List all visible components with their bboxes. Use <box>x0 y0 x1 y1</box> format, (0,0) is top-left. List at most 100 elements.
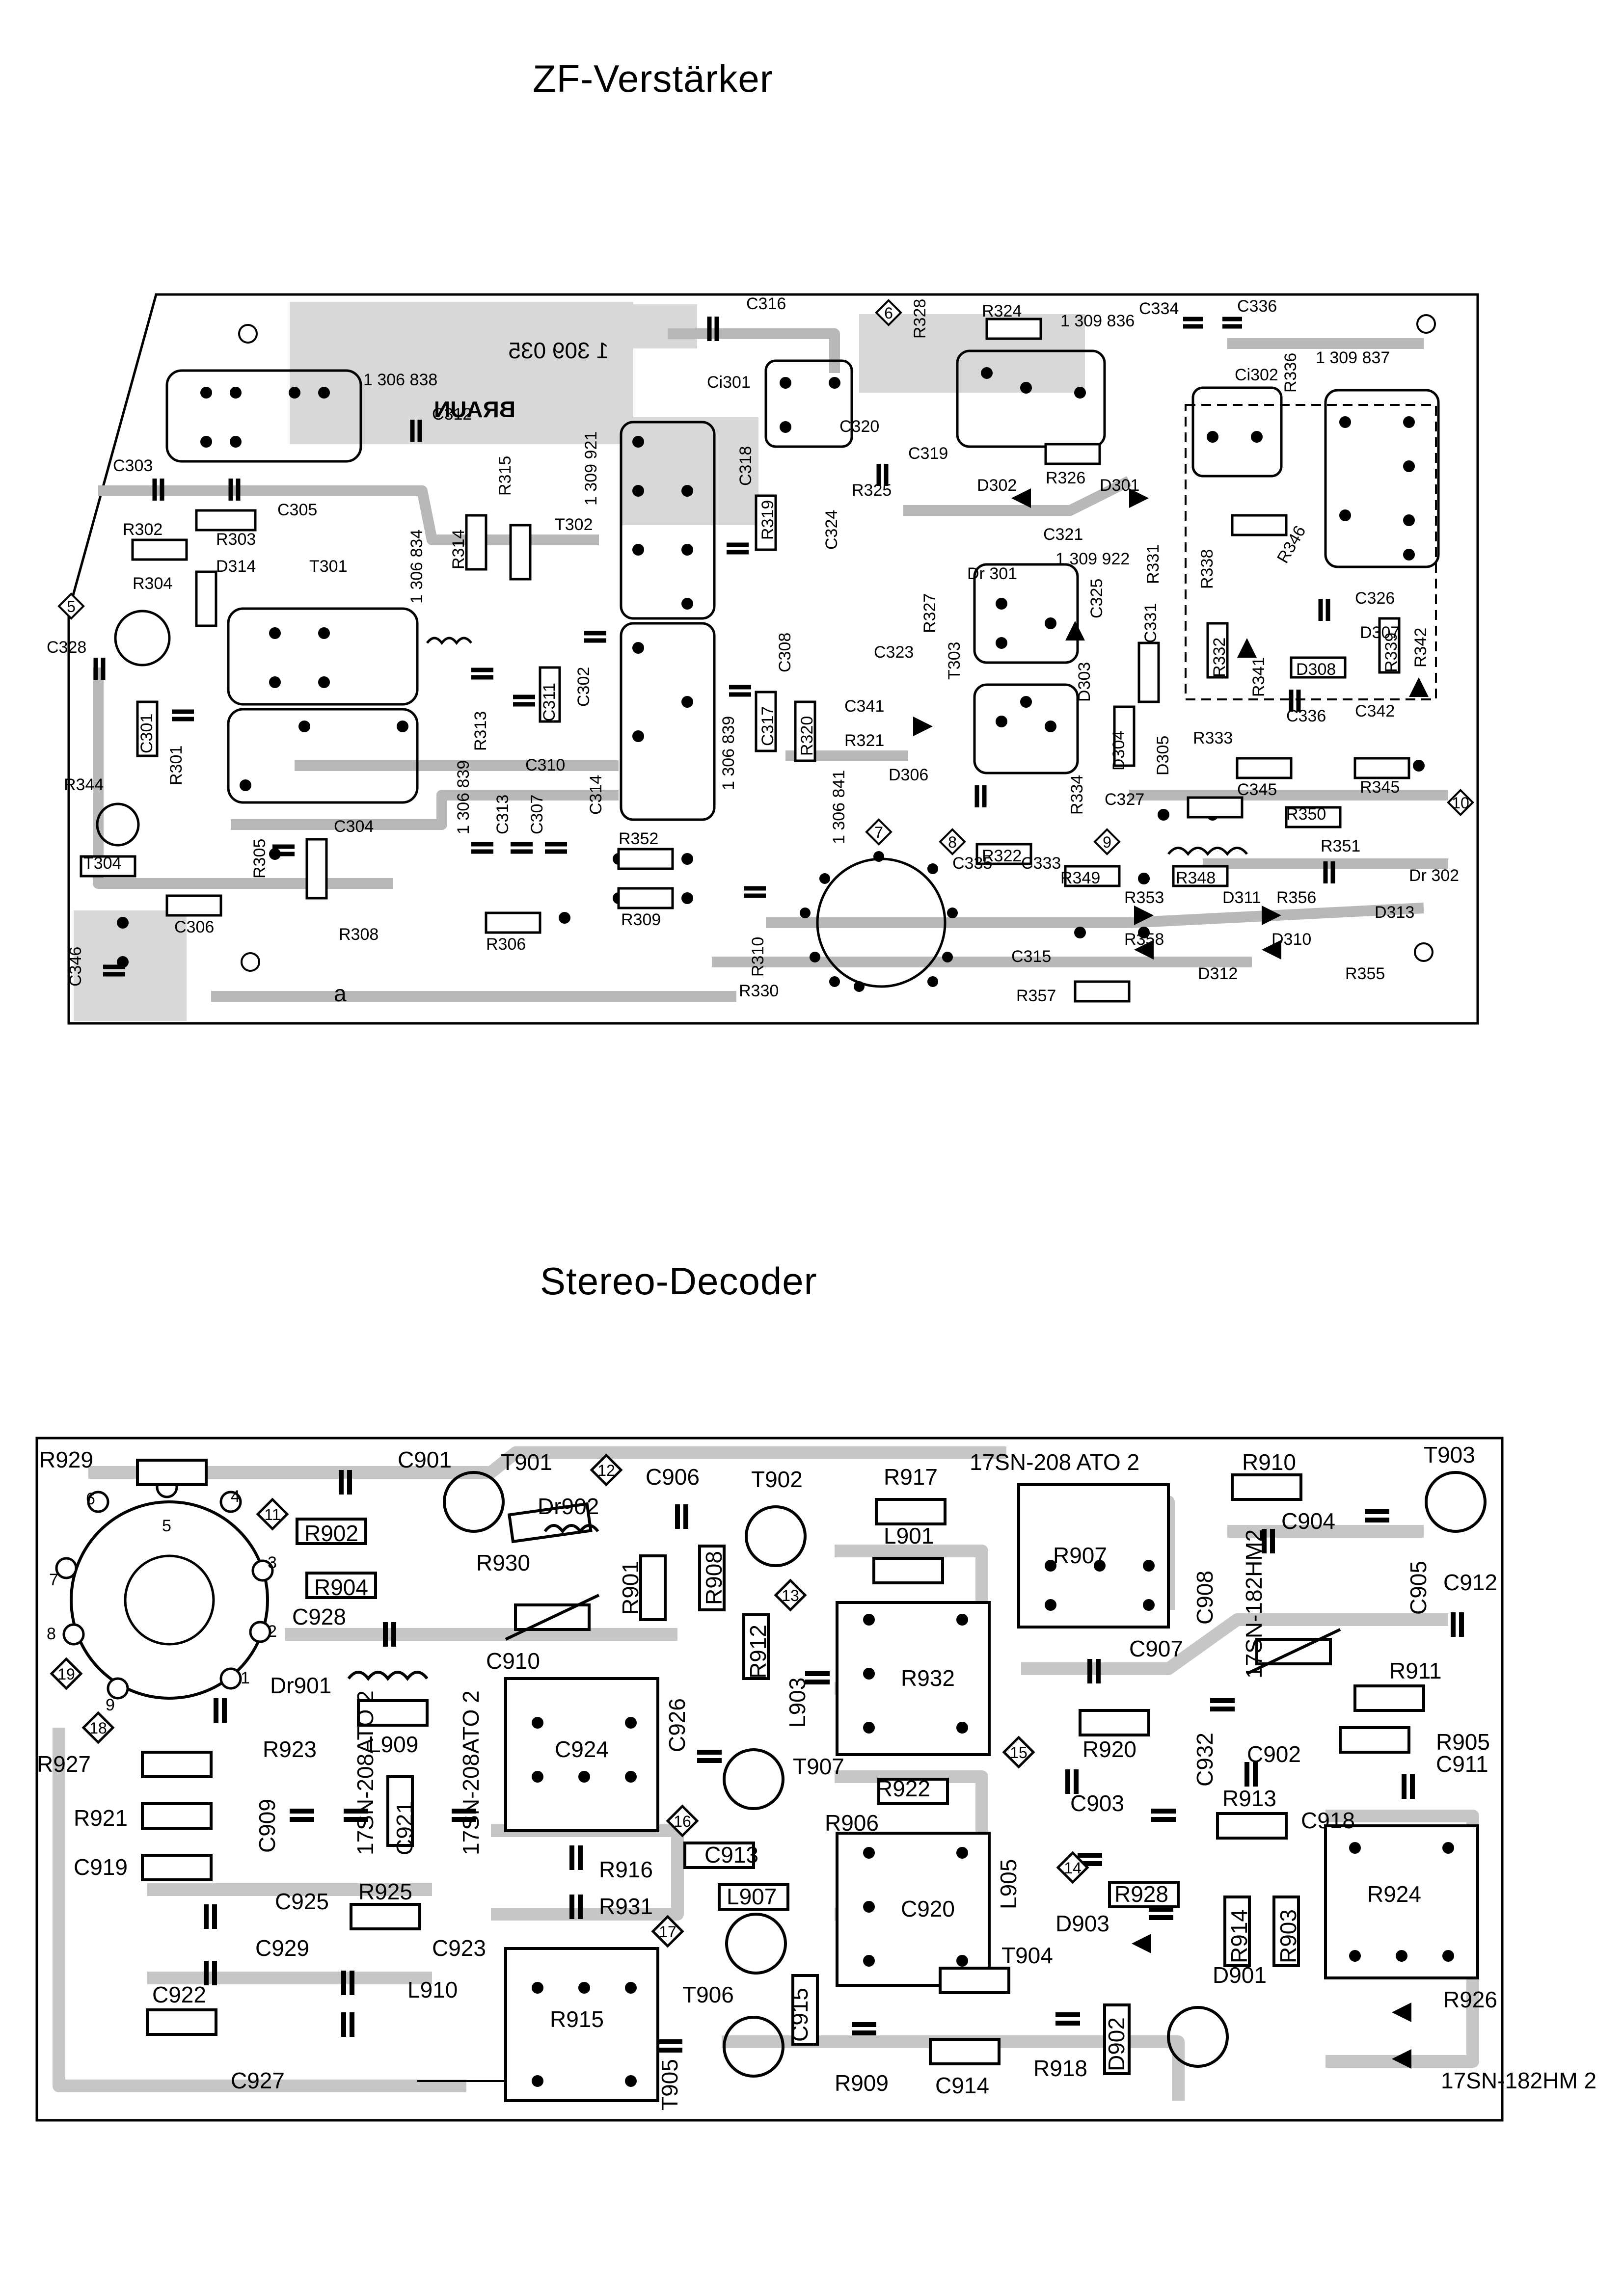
svg-text:C333: C333 <box>1021 854 1061 873</box>
transistors <box>96 610 171 847</box>
svg-text:C325: C325 <box>1087 579 1106 618</box>
svg-text:R906: R906 <box>825 1810 879 1836</box>
svg-text:C306: C306 <box>174 918 214 936</box>
svg-text:D311: D311 <box>1222 888 1261 907</box>
svg-text:R357: R357 <box>1016 987 1056 1005</box>
svg-text:C918: C918 <box>1301 1808 1355 1833</box>
svg-text:C926: C926 <box>664 1698 690 1752</box>
svg-text:1: 1 <box>241 1669 250 1687</box>
svg-text:R925: R925 <box>358 1879 412 1904</box>
l909-module <box>504 1677 659 1832</box>
svg-text:R313: R313 <box>471 711 490 751</box>
svg-text:R326: R326 <box>1046 469 1085 487</box>
svg-text:R910: R910 <box>1242 1449 1296 1475</box>
svg-text:C305: C305 <box>277 501 317 519</box>
svg-text:C312: C312 <box>432 405 472 424</box>
t904-icon <box>1167 2006 1229 2068</box>
svg-text:R334: R334 <box>1068 775 1086 815</box>
svg-text:T303: T303 <box>945 642 964 680</box>
svg-text:R917: R917 <box>884 1464 938 1490</box>
svg-text:R916: R916 <box>599 1857 653 1882</box>
svg-text:1 306 839: 1 306 839 <box>454 760 473 834</box>
svg-text:1 309 921: 1 309 921 <box>582 431 600 506</box>
svg-text:Ci301: Ci301 <box>707 373 751 392</box>
svg-text:R351: R351 <box>1321 837 1360 855</box>
svg-text:15: 15 <box>1010 1744 1028 1762</box>
svg-text:R353: R353 <box>1124 888 1164 907</box>
svg-text:R909: R909 <box>835 2070 889 2096</box>
svg-text:C905: C905 <box>1406 1561 1431 1615</box>
test-point-markers <box>57 299 1474 855</box>
svg-text:L905: L905 <box>996 1859 1021 1909</box>
svg-text:C928: C928 <box>292 1604 346 1629</box>
svg-text:8: 8 <box>47 1625 56 1643</box>
svg-text:R315: R315 <box>496 456 514 496</box>
svg-text:D902: D902 <box>1104 2017 1129 2071</box>
svg-text:R928: R928 <box>1114 1881 1168 1907</box>
svg-text:Ci302: Ci302 <box>1235 366 1278 384</box>
svg-text:D308: D308 <box>1296 660 1336 679</box>
svg-text:C323: C323 <box>874 643 914 662</box>
svg-text:17SN-208 ATO 2: 17SN-208 ATO 2 <box>970 1449 1139 1475</box>
svg-text:13: 13 <box>782 1587 799 1604</box>
svg-text:T907: T907 <box>793 1754 844 1779</box>
svg-text:R306: R306 <box>486 935 526 954</box>
svg-text:C909: C909 <box>254 1799 280 1853</box>
pcb2-pads <box>532 1560 1454 2087</box>
t905-icon <box>723 2016 784 2078</box>
svg-text:D304: D304 <box>1109 731 1128 771</box>
marker-9: 9 <box>1103 833 1111 851</box>
svg-text:D310: D310 <box>1271 930 1311 949</box>
svg-text:C346: C346 <box>66 947 85 987</box>
svg-text:C915: C915 <box>787 1988 812 2042</box>
svg-text:C315: C315 <box>1011 947 1051 966</box>
svg-text:D901: D901 <box>1213 1962 1267 1988</box>
pcb2-capacitors <box>204 1470 1464 2053</box>
marker-5: 5 <box>67 598 76 615</box>
svg-text:R907: R907 <box>1053 1543 1107 1568</box>
svg-text:D314: D314 <box>216 557 256 576</box>
svg-text:17SN-182HM 2: 17SN-182HM 2 <box>1441 2068 1596 2093</box>
svg-text:3: 3 <box>268 1553 277 1572</box>
svg-text:D307: D307 <box>1360 623 1400 642</box>
svg-text:R358: R358 <box>1124 930 1164 949</box>
svg-text:R913: R913 <box>1222 1786 1276 1811</box>
svg-text:R314: R314 <box>449 530 468 569</box>
svg-text:18: 18 <box>89 1719 107 1737</box>
svg-text:Dr 302: Dr 302 <box>1409 866 1459 885</box>
svg-text:C302: C302 <box>574 667 593 707</box>
svg-text:R305: R305 <box>250 839 269 879</box>
svg-text:D303: D303 <box>1075 662 1094 702</box>
svg-text:C914: C914 <box>935 2073 989 2098</box>
svg-text:C921: C921 <box>392 1801 417 1855</box>
svg-text:C902: C902 <box>1247 1741 1301 1767</box>
svg-text:R927: R927 <box>37 1751 91 1777</box>
t902-icon <box>745 1505 807 1567</box>
svg-text:R328: R328 <box>911 299 929 339</box>
svg-text:R905: R905 <box>1436 1729 1490 1755</box>
t304-icon <box>96 802 140 847</box>
svg-text:C318: C318 <box>736 446 755 486</box>
st906-connector <box>70 1500 269 1700</box>
board-corner-letter: a <box>334 981 347 1006</box>
pcb2-traces <box>53 1446 1479 2101</box>
st906-pins <box>55 1476 274 1700</box>
svg-text:R918: R918 <box>1033 2056 1087 2081</box>
svg-text:C319: C319 <box>908 444 948 463</box>
svg-text:C327: C327 <box>1105 790 1144 809</box>
svg-text:D903: D903 <box>1055 1911 1109 1936</box>
svg-text:R339: R339 <box>1382 633 1401 672</box>
svg-text:R920: R920 <box>1082 1736 1136 1762</box>
test-point-labels: 6 5 7 8 9 10 <box>67 304 1469 851</box>
svg-text:C910: C910 <box>486 1648 540 1674</box>
svg-text:C922: C922 <box>152 1982 206 2007</box>
dr301-coil <box>426 637 472 645</box>
pcb2-markers <box>50 1453 1089 1948</box>
svg-text:T301: T301 <box>309 557 348 576</box>
t301-icon <box>114 610 171 667</box>
svg-text:C919: C919 <box>74 1854 128 1880</box>
svg-text:R929: R929 <box>39 1447 93 1472</box>
svg-text:R911: R911 <box>1389 1658 1442 1683</box>
svg-text:11: 11 <box>264 1506 280 1523</box>
svg-text:5: 5 <box>162 1517 171 1535</box>
